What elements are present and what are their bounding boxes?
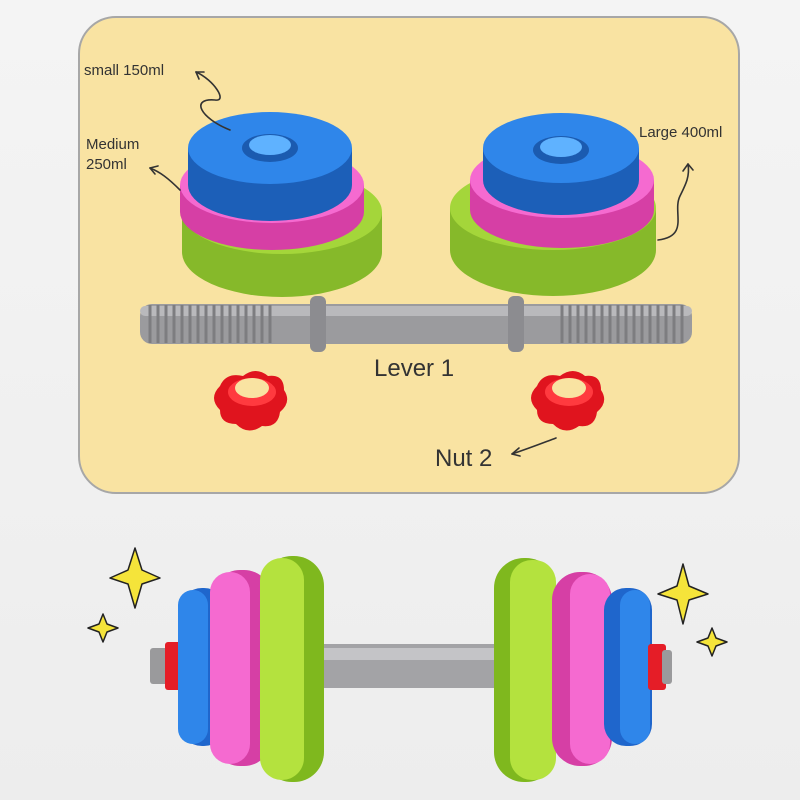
sparkle-icon [657,563,709,625]
lever-bar [140,296,692,352]
label-small: small 150ml [84,62,165,79]
label-medium-line1: Medium [86,136,140,153]
arrow-large [657,163,690,241]
left-plate-stack [180,112,382,297]
nut-right [531,371,605,431]
label-large: Large 400ml [639,124,723,141]
nut-left [214,371,288,431]
label-lever: Lever 1 [374,355,455,382]
label-medium-line2: 250ml [86,156,127,173]
label-nut: Nut 2 [435,445,493,472]
right-plate-stack [450,113,656,296]
arrow-small [195,71,231,131]
sparkle-icon [87,613,119,643]
arrow-nut [511,437,557,455]
sparkle-icon [109,547,161,609]
sparkle-icon [696,627,728,657]
arrow-medium [149,167,181,191]
parts-illustration [140,71,694,457]
assembled-dumbbell [87,547,728,782]
